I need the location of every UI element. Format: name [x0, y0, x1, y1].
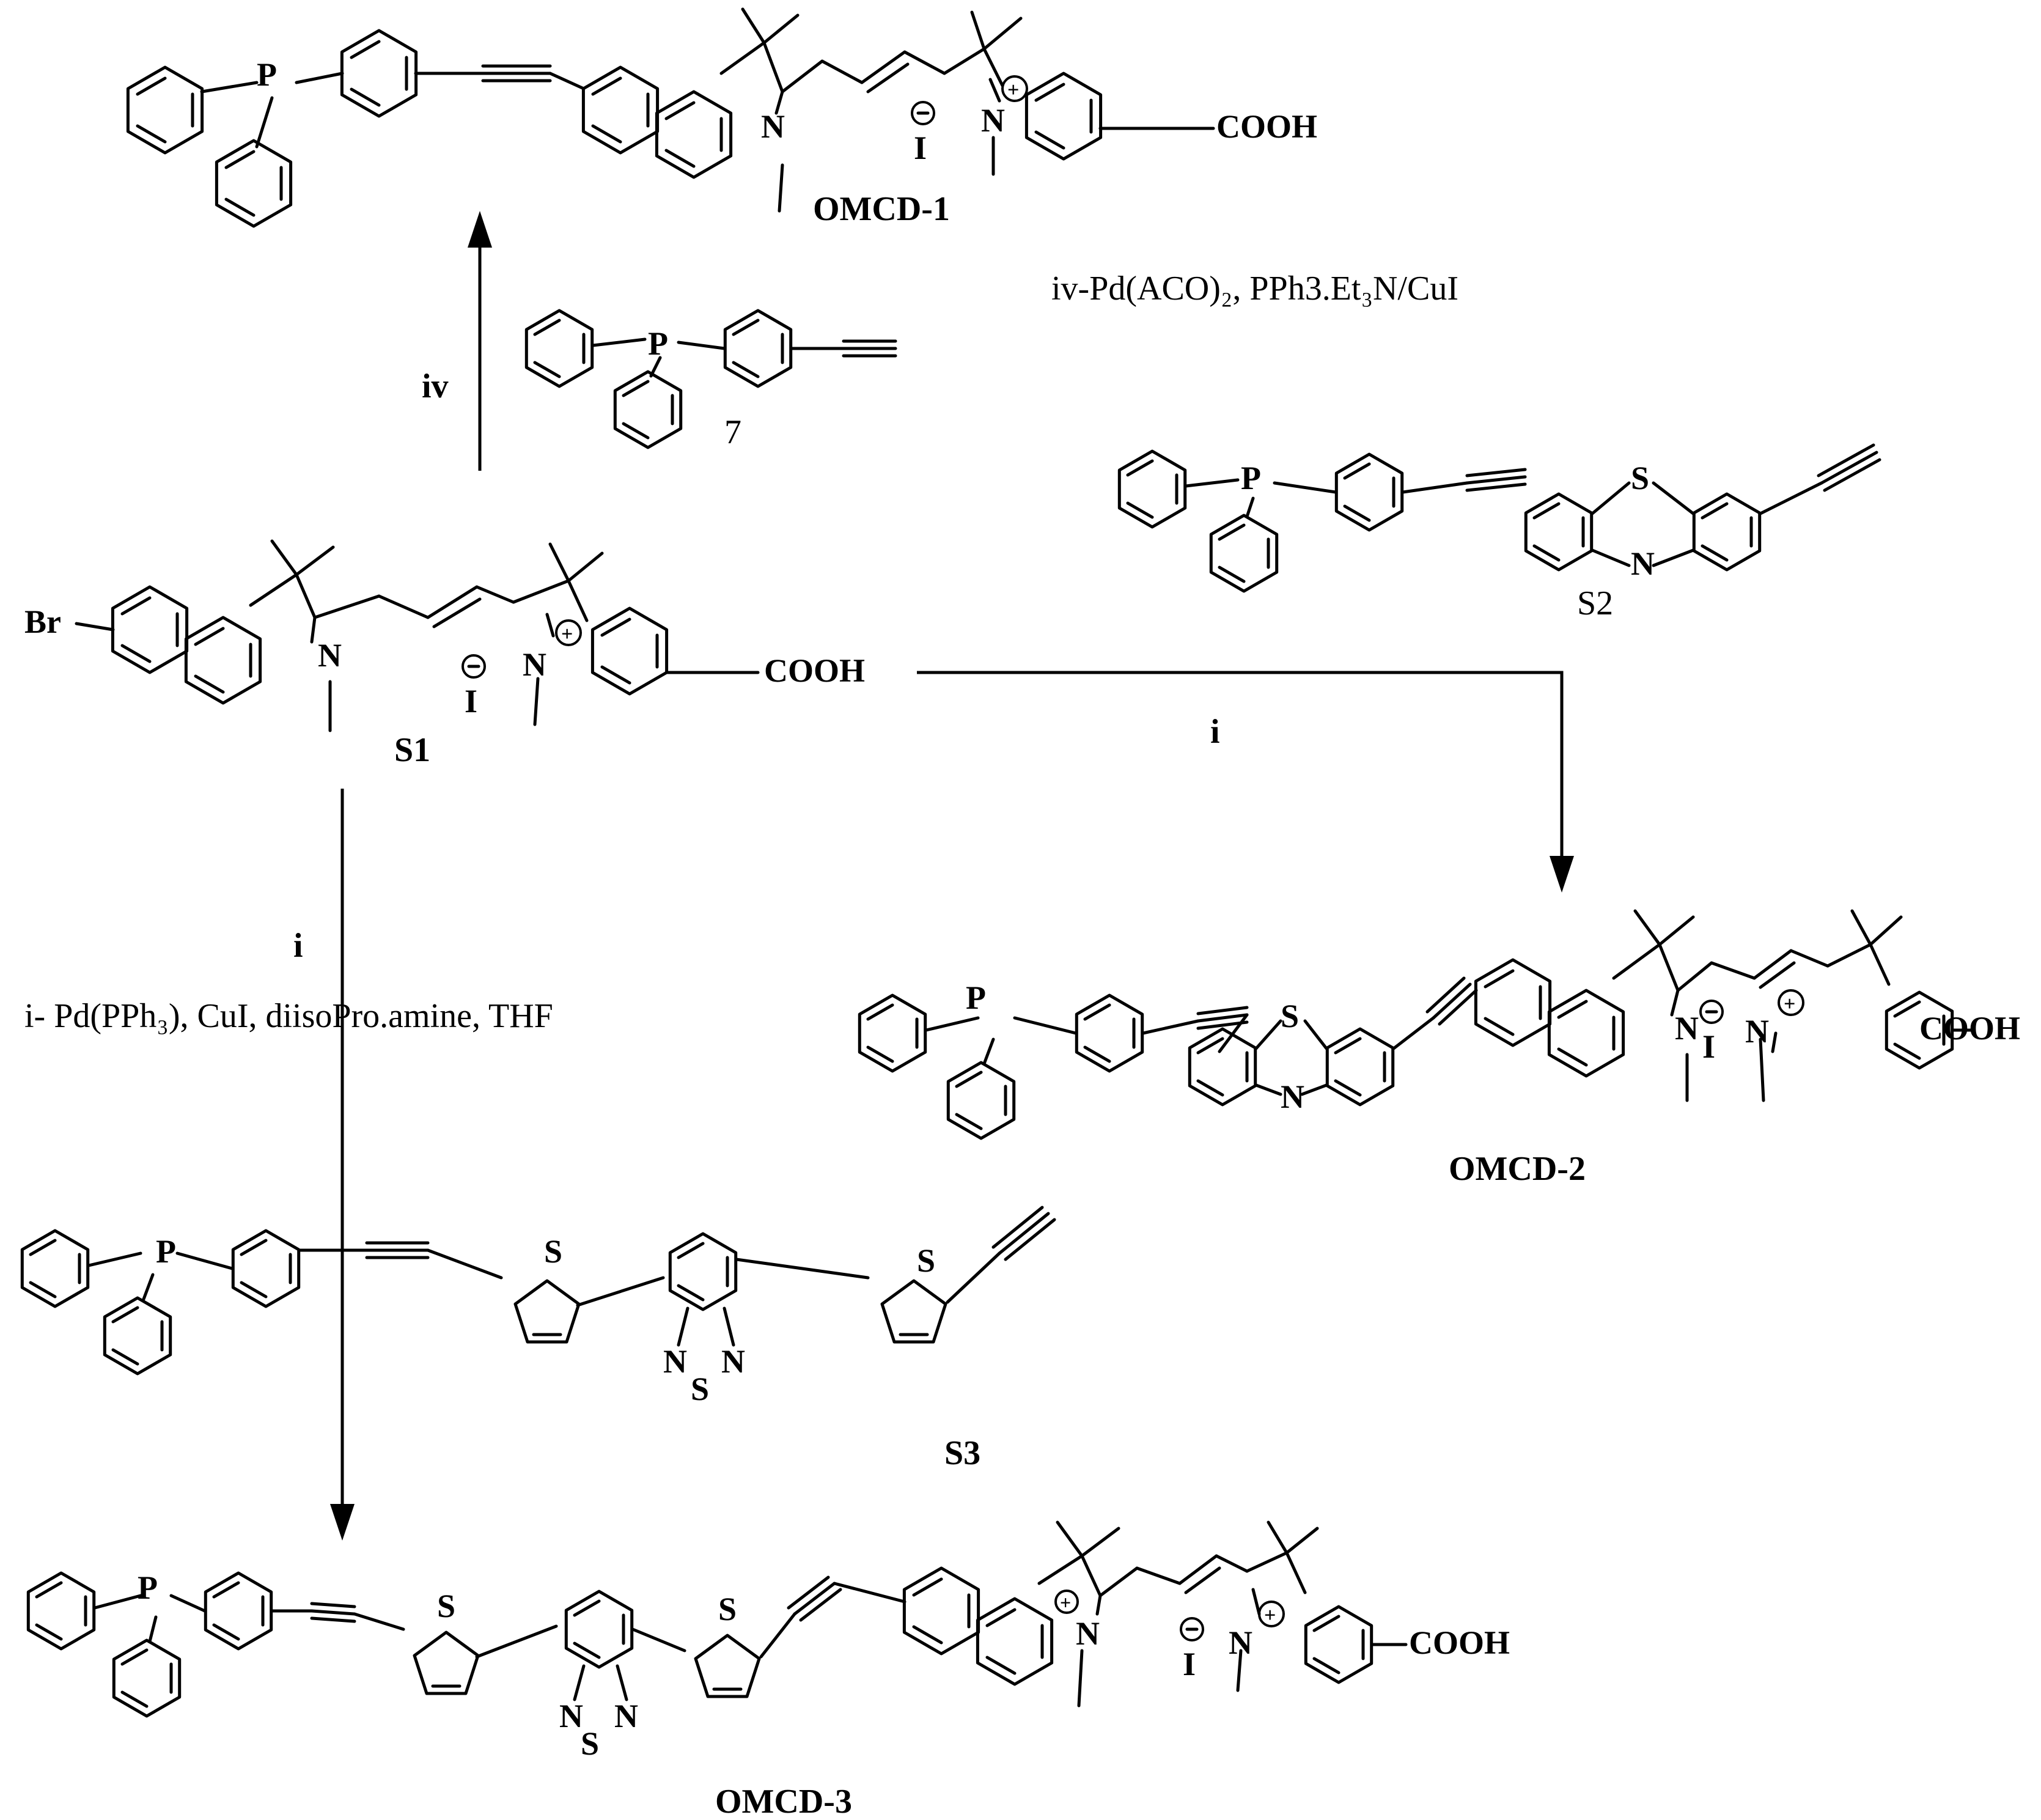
- omcd3-cooh: COOH: [1409, 1624, 1510, 1661]
- omcd1-plus-charge: [1001, 75, 1028, 102]
- step-i-label-down: i: [293, 927, 303, 965]
- omcd1-n-plus-atom: N: [981, 102, 1005, 139]
- omcd2-n-plus-atom: N: [1745, 1013, 1769, 1050]
- omcd2-label: OMCD-2: [1449, 1150, 1586, 1188]
- omcd3-n-atom-3: N: [1076, 1615, 1100, 1652]
- iv-conditions: iv-Pd(ACO)₂, PPh3.Et₃N/CuI: [1051, 270, 1458, 308]
- s1-minus-charge: [462, 654, 486, 679]
- s2-p-atom: P: [1241, 460, 1261, 496]
- omcd1-minus-charge: [911, 101, 935, 125]
- s3-s-atom-1: S: [544, 1233, 562, 1270]
- omcd3-n-atom-2: N: [614, 1698, 638, 1734]
- omcd2-n-atom: N: [1281, 1078, 1304, 1115]
- omcd1-iodide: I: [914, 130, 927, 166]
- arrow-i-down-head: [330, 1504, 355, 1541]
- compound-7-label: 7: [724, 413, 741, 451]
- omcd2-s-atom: S: [1281, 998, 1299, 1034]
- s2-s-atom: S: [1631, 460, 1649, 496]
- compound-7-structure: [526, 311, 897, 448]
- s3-structure: [22, 1206, 1056, 1374]
- i-conditions: i- Pd(PPh₃), CuI, diisoPro.amine, THF: [24, 997, 553, 1035]
- s1-structure: [75, 539, 760, 732]
- omcd3-label: OMCD-3: [715, 1783, 852, 1820]
- omcd2-iodide: I: [1702, 1028, 1715, 1065]
- s1-iodide: I: [465, 683, 477, 720]
- arrow-i-right: [917, 671, 1564, 856]
- omcd3-minus-charge: [1180, 1617, 1204, 1641]
- s1-br-atom: Br: [24, 603, 61, 640]
- omcd3-s-atom-1: S: [437, 1588, 455, 1624]
- omcd3-n-atom-1: N: [559, 1698, 583, 1734]
- omcd2-p-atom: P: [966, 979, 986, 1016]
- omcd3-s-atom-3: S: [581, 1725, 599, 1762]
- omcd3-plus-charge-1: [1054, 1590, 1079, 1614]
- omcd2-n-atom-2: N: [1675, 1010, 1699, 1047]
- omcd3-structure: [28, 1520, 1408, 1716]
- omcd1-structure: [128, 7, 1215, 226]
- svg-text:+: +: [1784, 993, 1795, 1015]
- omcd1-n-atom: N: [761, 108, 785, 145]
- s3-s-atom-2: S: [917, 1242, 935, 1279]
- s1-plus-charge: [555, 619, 582, 646]
- s3-s-atom-3: S: [691, 1371, 709, 1407]
- arrow-i-right-head: [1550, 856, 1574, 893]
- omcd1-p-atom: P: [257, 56, 277, 93]
- omcd2-cooh: COOH: [1919, 1010, 2020, 1047]
- svg-text:+: +: [1007, 79, 1019, 101]
- omcd3-s-atom-2: S: [718, 1591, 737, 1627]
- omcd3-iodide: I: [1183, 1646, 1196, 1682]
- step-iv-label: iv: [422, 367, 449, 405]
- omcd2-structure: [859, 909, 1973, 1138]
- omcd1-cooh: COOH: [1216, 108, 1317, 145]
- omcd1-label: OMCD-1: [813, 190, 950, 228]
- omcd2-minus-charge: [1699, 1000, 1724, 1024]
- omcd3-p-atom: P: [138, 1569, 158, 1606]
- s1-cooh: COOH: [764, 652, 865, 689]
- s3-n-atom-1: N: [663, 1343, 687, 1380]
- omcd3-n-plus-atom: N: [1229, 1624, 1252, 1661]
- omcd3-plus-charge-2: [1258, 1601, 1285, 1627]
- s1-label: S1: [394, 731, 430, 769]
- svg-text:+: +: [1264, 1604, 1276, 1627]
- svg-text:+: +: [561, 623, 573, 646]
- s1-n-plus-atom: N: [523, 646, 546, 683]
- s2-label: S2: [1577, 584, 1613, 622]
- step-i-label-right: i: [1210, 713, 1220, 751]
- omcd2-plus-charge: [1778, 989, 1804, 1016]
- s2-n-atom: N: [1631, 545, 1655, 582]
- s3-p-atom: P: [156, 1233, 176, 1270]
- arrow-iv-head: [468, 211, 492, 248]
- s2-structure: [1119, 443, 1881, 591]
- compound-7-p-atom: P: [648, 325, 668, 362]
- s3-label: S3: [944, 1434, 980, 1472]
- s3-n-atom-2: N: [721, 1343, 745, 1380]
- svg-text:+: +: [1060, 1591, 1071, 1613]
- s1-n-atom: N: [318, 637, 342, 674]
